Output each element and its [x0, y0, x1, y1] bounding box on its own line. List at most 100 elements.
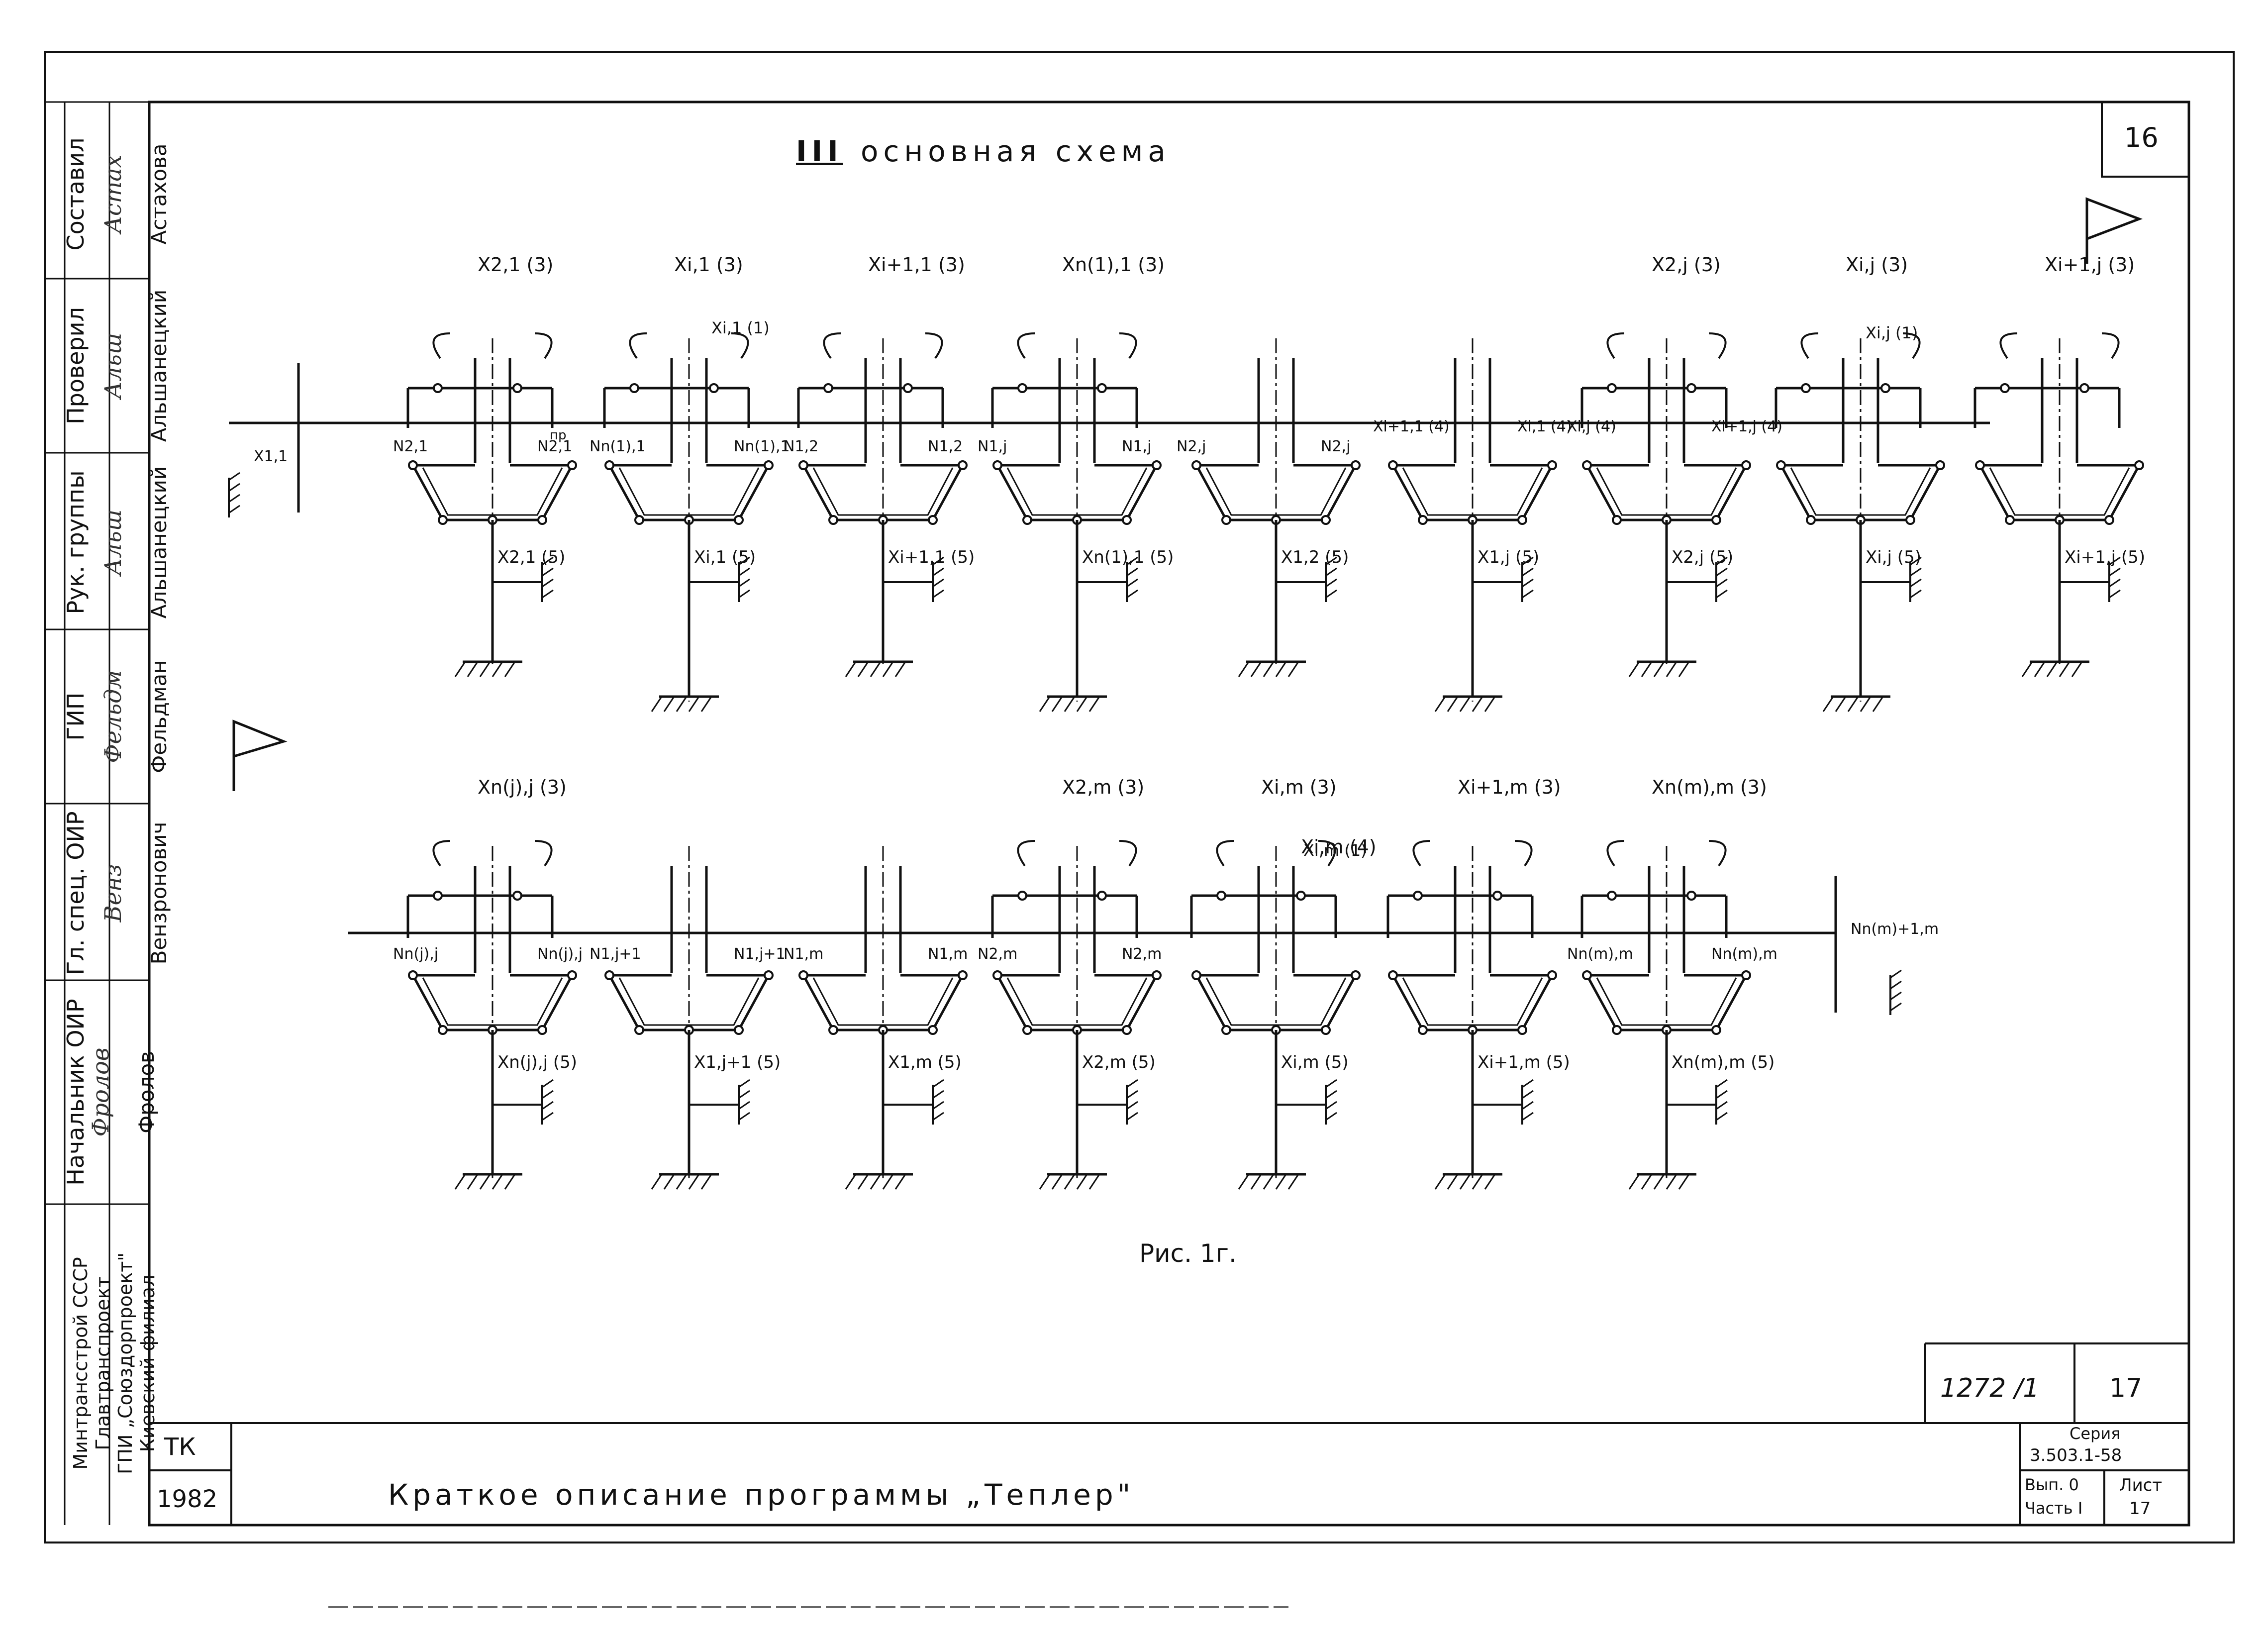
- ground-hatch: [1088, 1174, 1100, 1190]
- diagram-label: Nn(m)+1,m: [1851, 921, 1939, 938]
- wall-hatch: [1522, 578, 1534, 588]
- hinge-node: [1607, 383, 1617, 393]
- wall-hatch: [1910, 578, 1922, 588]
- hinge-node: [1418, 1025, 1428, 1035]
- moment-arrow: [1514, 840, 1533, 867]
- hinge-node: [1097, 891, 1107, 901]
- ground-hatch: [1872, 696, 1884, 712]
- ground-hatch: [1039, 696, 1051, 712]
- org-line: Главтранспроект: [92, 1276, 114, 1450]
- inner-frame: [148, 101, 2190, 1527]
- hinge-node: [408, 970, 418, 980]
- hinge-node: [2079, 383, 2089, 393]
- wall-hatch: [1126, 567, 1138, 577]
- issue-label: Вып. 0: [2025, 1475, 2079, 1494]
- ground-hatch: [663, 696, 675, 712]
- stamp-grid: [45, 101, 149, 1205]
- stamp-role: ГИП: [62, 692, 89, 741]
- hinge-node: [2104, 515, 2114, 525]
- document-description: Краткое описание программы „Теплер": [388, 1478, 1135, 1512]
- wall-hatch: [228, 483, 240, 492]
- wall-hatch: [738, 1101, 750, 1110]
- series-value: 3.503.1-58: [2030, 1445, 2122, 1465]
- ground-hatch: [1653, 661, 1665, 677]
- diagram-label: X2,1 (3): [478, 254, 554, 276]
- wall-hatch: [1522, 1101, 1534, 1110]
- wall-hatch: [1126, 578, 1138, 588]
- year: 1982: [157, 1485, 218, 1513]
- moment-arrow: [823, 332, 841, 359]
- hinge-node: [1741, 970, 1751, 980]
- hinge-node: [903, 383, 913, 393]
- ground-hatch: [504, 661, 516, 677]
- hinge-node: [1221, 515, 1231, 525]
- hinge-node: [828, 1025, 838, 1035]
- wall-hatch: [1325, 578, 1337, 588]
- wall-hatch: [1522, 1079, 1534, 1088]
- drawing-code: 1272 /1: [1940, 1373, 2040, 1403]
- diagram-label: Xi,1 (5): [694, 547, 756, 567]
- wall-hatch: [542, 1101, 554, 1110]
- wall-hatch: [542, 589, 554, 599]
- hinge-node: [1097, 383, 1107, 393]
- ground-hatch: [1064, 696, 1076, 712]
- wall-hatch: [738, 556, 750, 566]
- diagram-label: Xi,1 (4): [1517, 418, 1572, 435]
- stamp-signature: Альш: [99, 332, 126, 399]
- wall-hatch: [1126, 1112, 1138, 1121]
- diagram-label: N2,1: [393, 438, 428, 455]
- diagram-label: Xi,j (5): [1866, 547, 1921, 567]
- wall-hatch: [738, 589, 750, 599]
- wall-hatch: [932, 1079, 944, 1088]
- moment-arrow: [1999, 332, 2018, 359]
- ground-hatch: [1653, 1174, 1665, 1190]
- wall-hatch: [738, 567, 750, 577]
- diagram-label: Xi,m (1): [1303, 841, 1367, 860]
- wall-hatch: [932, 1090, 944, 1099]
- wall-hatch: [1522, 567, 1534, 577]
- hinge-node: [709, 383, 719, 393]
- ground-hatch: [1250, 1174, 1262, 1190]
- stamp-signature: Фролов: [87, 1047, 114, 1137]
- hinge-node: [1492, 891, 1502, 901]
- diagram-label: Xn(m),m (5): [1672, 1052, 1775, 1072]
- hinge-node: [992, 970, 1002, 980]
- hinge-node: [634, 1025, 644, 1035]
- ground-hatch: [700, 1174, 712, 1190]
- series-label: Серия: [2070, 1424, 2121, 1443]
- wall-hatch: [932, 589, 944, 599]
- ground-hatch: [1263, 1174, 1275, 1190]
- moment-arrow: [925, 332, 943, 359]
- ground-hatch: [676, 1174, 688, 1190]
- part-label: Часть I: [2025, 1499, 2083, 1518]
- diagram-label: N2,j: [1321, 438, 1351, 455]
- moment-arrow: [1017, 332, 1035, 359]
- ground-hatch: [1822, 696, 1834, 712]
- ground-hatch: [894, 1174, 906, 1190]
- hinge-node: [1152, 970, 1162, 980]
- wall-hatch: [1522, 589, 1534, 599]
- diagram-label: пр: [550, 428, 567, 443]
- wall-hatch: [542, 1079, 554, 1088]
- hinge-node: [2134, 460, 2144, 470]
- flag-marker: [2085, 197, 2143, 264]
- ground-hatch: [479, 1174, 491, 1190]
- moment-arrow: [1119, 332, 1137, 359]
- hinge-node: [1686, 383, 1696, 393]
- ground-hatch: [1064, 1174, 1076, 1190]
- moment-arrow: [2101, 332, 2120, 359]
- hinge-node: [798, 460, 808, 470]
- hinge-node: [992, 460, 1002, 470]
- wall-hatch: [1716, 1090, 1728, 1099]
- hinge-node: [1547, 970, 1557, 980]
- ground-hatch: [688, 696, 700, 712]
- ground-hatch: [1678, 661, 1690, 677]
- ground-hatch: [1287, 661, 1299, 677]
- wall-hatch: [1522, 556, 1534, 566]
- wall-hatch: [1890, 991, 1902, 1001]
- hinge-node: [512, 383, 522, 393]
- ground-hatch: [454, 1174, 466, 1190]
- wall-hatch: [542, 1112, 554, 1121]
- wall-hatch: [1522, 1112, 1534, 1121]
- wall-hatch: [1716, 556, 1728, 566]
